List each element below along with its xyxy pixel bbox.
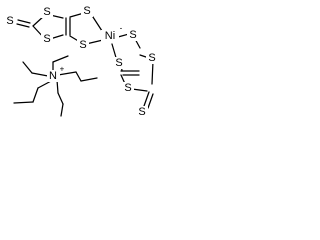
ammonium-bond: [31, 72, 49, 77]
upper-thione-double-bond: [17, 19, 31, 24]
lower-ring-bond: [131, 88, 148, 92]
ammonium-bond: [57, 92, 64, 105]
ammonium-bond: [75, 71, 82, 82]
nickel-label: Ni: [105, 30, 115, 42]
lower-ring-s-top-label: S: [148, 52, 155, 64]
lower-dithiolene-s-2-label: S: [115, 57, 122, 69]
upper-ring-s-bottom-label: S: [43, 33, 50, 45]
ammonium-bond: [60, 103, 64, 117]
lower-thione-double-bond-second: [147, 93, 154, 109]
lower-ring-bond: [151, 60, 154, 85]
ammonium-bond: [52, 55, 69, 63]
ammonium-charge-label: +: [60, 65, 65, 74]
lower-thione-s-label: S: [138, 106, 145, 118]
ammonium-bond: [57, 71, 77, 76]
ammonium-bond: [32, 87, 39, 103]
ammonium-bond: [22, 61, 33, 74]
ammonium-bond: [13, 101, 34, 104]
lower-dithiolene-s-1-label: S: [129, 29, 136, 41]
ammonium-bond: [56, 79, 59, 94]
nickel-charge-label: -: [120, 24, 123, 33]
atom-labels: S S S S S Ni - S S S S S N +: [4, 5, 158, 118]
upper-dithiolene-s-1-label: S: [83, 5, 90, 17]
upper-thione-s-label: S: [6, 15, 13, 27]
ammonium-n-label: N: [49, 70, 57, 82]
upper-thione-double-bond-second: [16, 23, 30, 28]
chemical-structure-diagram: S S S S S Ni - S S S S S N +: [4, 5, 158, 118]
lower-thione-double-bond: [143, 91, 150, 107]
ammonium-bond: [80, 77, 98, 82]
upper-ring-s-top-label: S: [43, 6, 50, 18]
upper-dithiolene-s-2-label: S: [79, 39, 86, 51]
lower-ring-s-bottom-label: S: [124, 82, 131, 94]
